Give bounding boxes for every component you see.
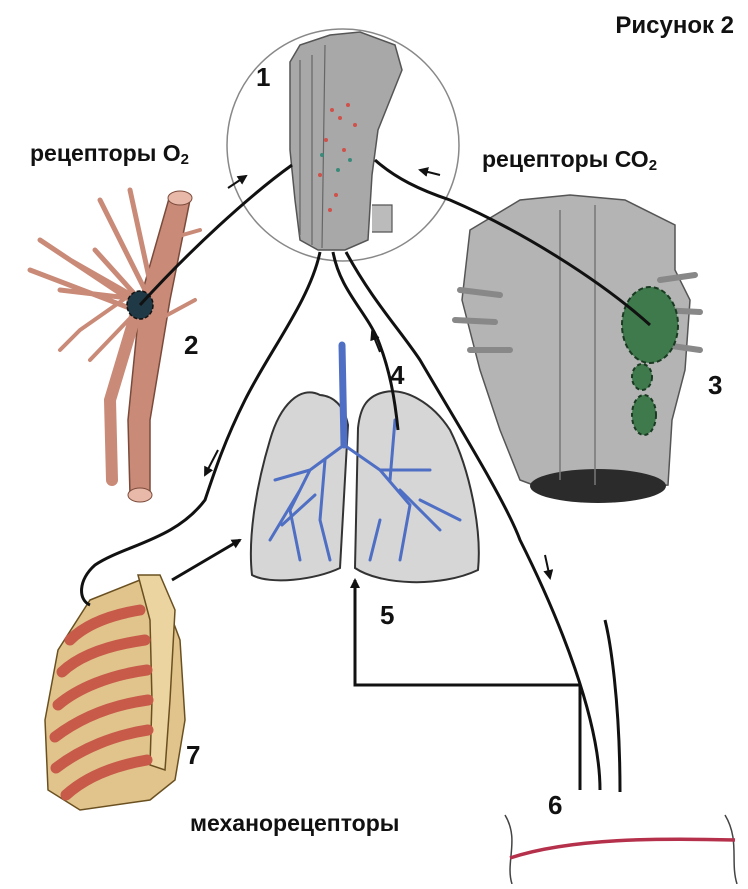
o2-receptors-label: рецепторы О2 bbox=[30, 140, 189, 168]
co2-receptors-text: рецепторы СО bbox=[482, 146, 649, 172]
figure-title: Рисунок 2 bbox=[615, 12, 734, 40]
arrow-diaphragm-down bbox=[545, 555, 550, 578]
mechanoreceptors-label: механорецепторы bbox=[190, 810, 399, 837]
carotid-artery bbox=[30, 190, 200, 502]
arrow-ribcage-lungs bbox=[172, 540, 240, 580]
co2-receptor-small-2 bbox=[632, 395, 656, 435]
number-4: 4 bbox=[390, 360, 404, 391]
number-3: 3 bbox=[708, 370, 722, 401]
lungs bbox=[251, 345, 479, 582]
number-7: 7 bbox=[186, 740, 200, 771]
co2-receptors-sub: 2 bbox=[649, 157, 657, 174]
number-1: 1 bbox=[256, 62, 270, 93]
number-5: 5 bbox=[380, 600, 394, 631]
diaphragm bbox=[510, 839, 735, 858]
number-2: 2 bbox=[184, 330, 198, 361]
nerve-diaphragm-return bbox=[605, 620, 620, 792]
o2-receptors-text: рецепторы О bbox=[30, 140, 181, 166]
co2-receptors-label: рецепторы СО2 bbox=[482, 146, 657, 174]
number-6: 6 bbox=[548, 790, 562, 821]
ribcage bbox=[45, 575, 185, 810]
o2-receptors-sub: 2 bbox=[181, 151, 189, 168]
co2-receptor-small-1 bbox=[632, 364, 652, 390]
